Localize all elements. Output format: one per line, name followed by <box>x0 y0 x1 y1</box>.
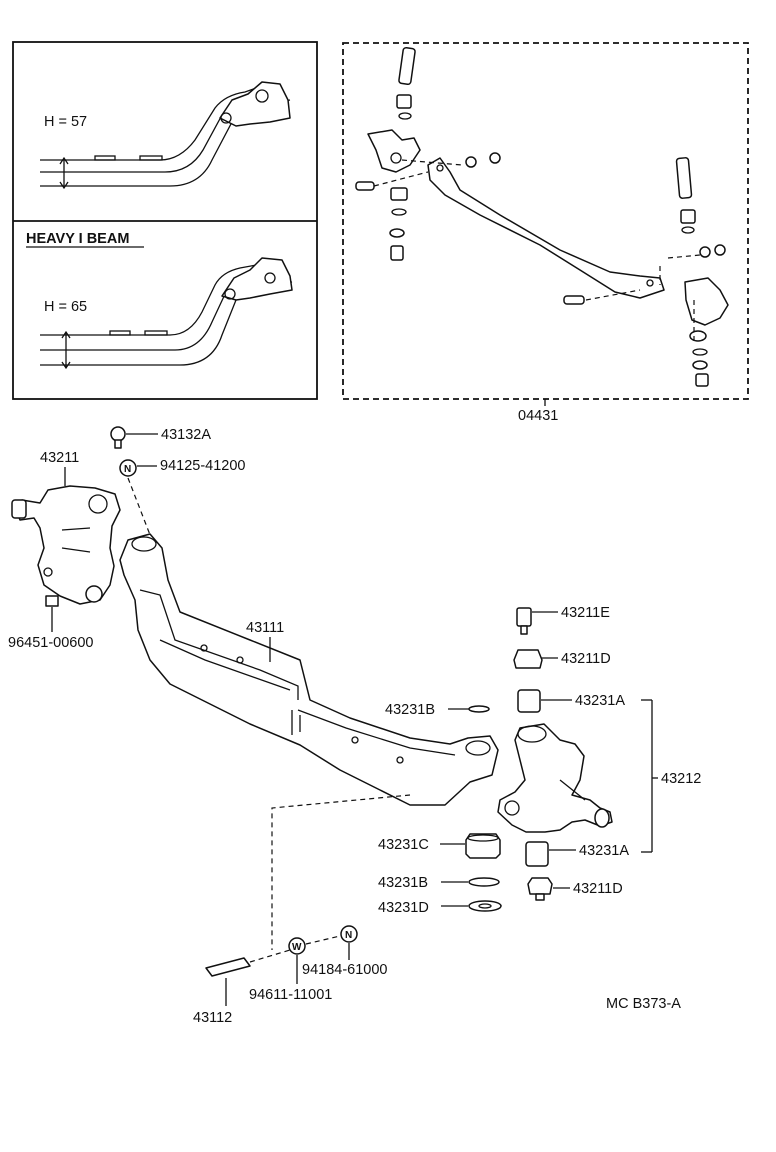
washer-94611: W 94611-11001 <box>249 935 341 1003</box>
grease-fitting-43211e: 43211E <box>516 605 610 635</box>
bearing-43231c: 43231C <box>378 833 501 859</box>
main-axle-assembly: 43132A N 94125-41200 43211 96451-00600 <box>8 426 701 1026</box>
label-94611-11001: 94611-11001 <box>249 987 332 1003</box>
label-43212: 43212 <box>661 771 701 787</box>
label-43211e-top: 43211E <box>561 605 610 621</box>
shim-43231b-bottom: 43231B <box>378 875 500 891</box>
label-94125-41200: 94125-41200 <box>160 458 245 474</box>
label-43231b-bottom: 43231B <box>378 875 428 891</box>
bolt-43132a: 43132A <box>110 426 211 449</box>
beam-height-inset: H = 57 HEAVY I BEAM H = 65 <box>12 41 318 400</box>
nut-94184: N 94184-61000 <box>302 925 387 978</box>
nut-symbol: N <box>124 464 131 475</box>
bushing-43231a-bottom: 43231A <box>525 841 629 867</box>
knuckle-right-43212: 43212 <box>497 699 701 853</box>
heavy-beam-drawing: HEAVY I BEAM H = 65 <box>26 231 293 370</box>
label-43231d: 43231D <box>378 900 429 916</box>
label-94184-61000: 94184-61000 <box>302 962 387 978</box>
kingpin-43112: 43112 <box>193 949 291 1026</box>
bolt-96451: 96451-00600 <box>8 595 93 651</box>
label-43211d-bottom: 43211D <box>573 881 623 897</box>
gasket-43231d: 43231D <box>378 900 502 916</box>
diagram-code: MC B373-A <box>606 996 681 1012</box>
label-43211d-top: 43211D <box>561 651 611 667</box>
washer-symbol: W <box>292 942 302 953</box>
axle-beam-43111: 43111 <box>119 533 499 950</box>
standard-beam-drawing: H = 57 <box>40 81 291 190</box>
label-43211: 43211 <box>40 450 79 466</box>
label-43231a-top: 43231A <box>575 693 625 709</box>
cap-43211d-top: 43211D <box>513 649 611 669</box>
shim-43231b-top: 43231B <box>385 702 490 718</box>
kit-part-label: 04431 <box>518 408 558 424</box>
h65-label: H = 65 <box>44 299 87 315</box>
nut-94125-41200: N 94125-41200 <box>119 458 245 541</box>
label-43111: 43111 <box>246 620 284 636</box>
steering-knuckle-left: 43211 96451-00600 <box>8 450 121 651</box>
kit-exploded-box: 04431 <box>342 42 749 424</box>
heavy-beam-title: HEAVY I BEAM <box>26 231 129 247</box>
label-43112: 43112 <box>193 1010 232 1026</box>
cap-43211d-bottom: 43211D <box>527 877 623 901</box>
label-43231a-bottom: 43231A <box>579 843 629 859</box>
label-43231b-top: 43231B <box>385 702 435 718</box>
h57-label: H = 57 <box>44 114 87 130</box>
bushing-43231a-top: 43231A <box>517 689 625 713</box>
label-43132a: 43132A <box>161 427 211 443</box>
nut-symbol-2: N <box>345 930 352 941</box>
label-96451-00600: 96451-00600 <box>8 635 93 651</box>
label-43231c: 43231C <box>378 837 429 853</box>
